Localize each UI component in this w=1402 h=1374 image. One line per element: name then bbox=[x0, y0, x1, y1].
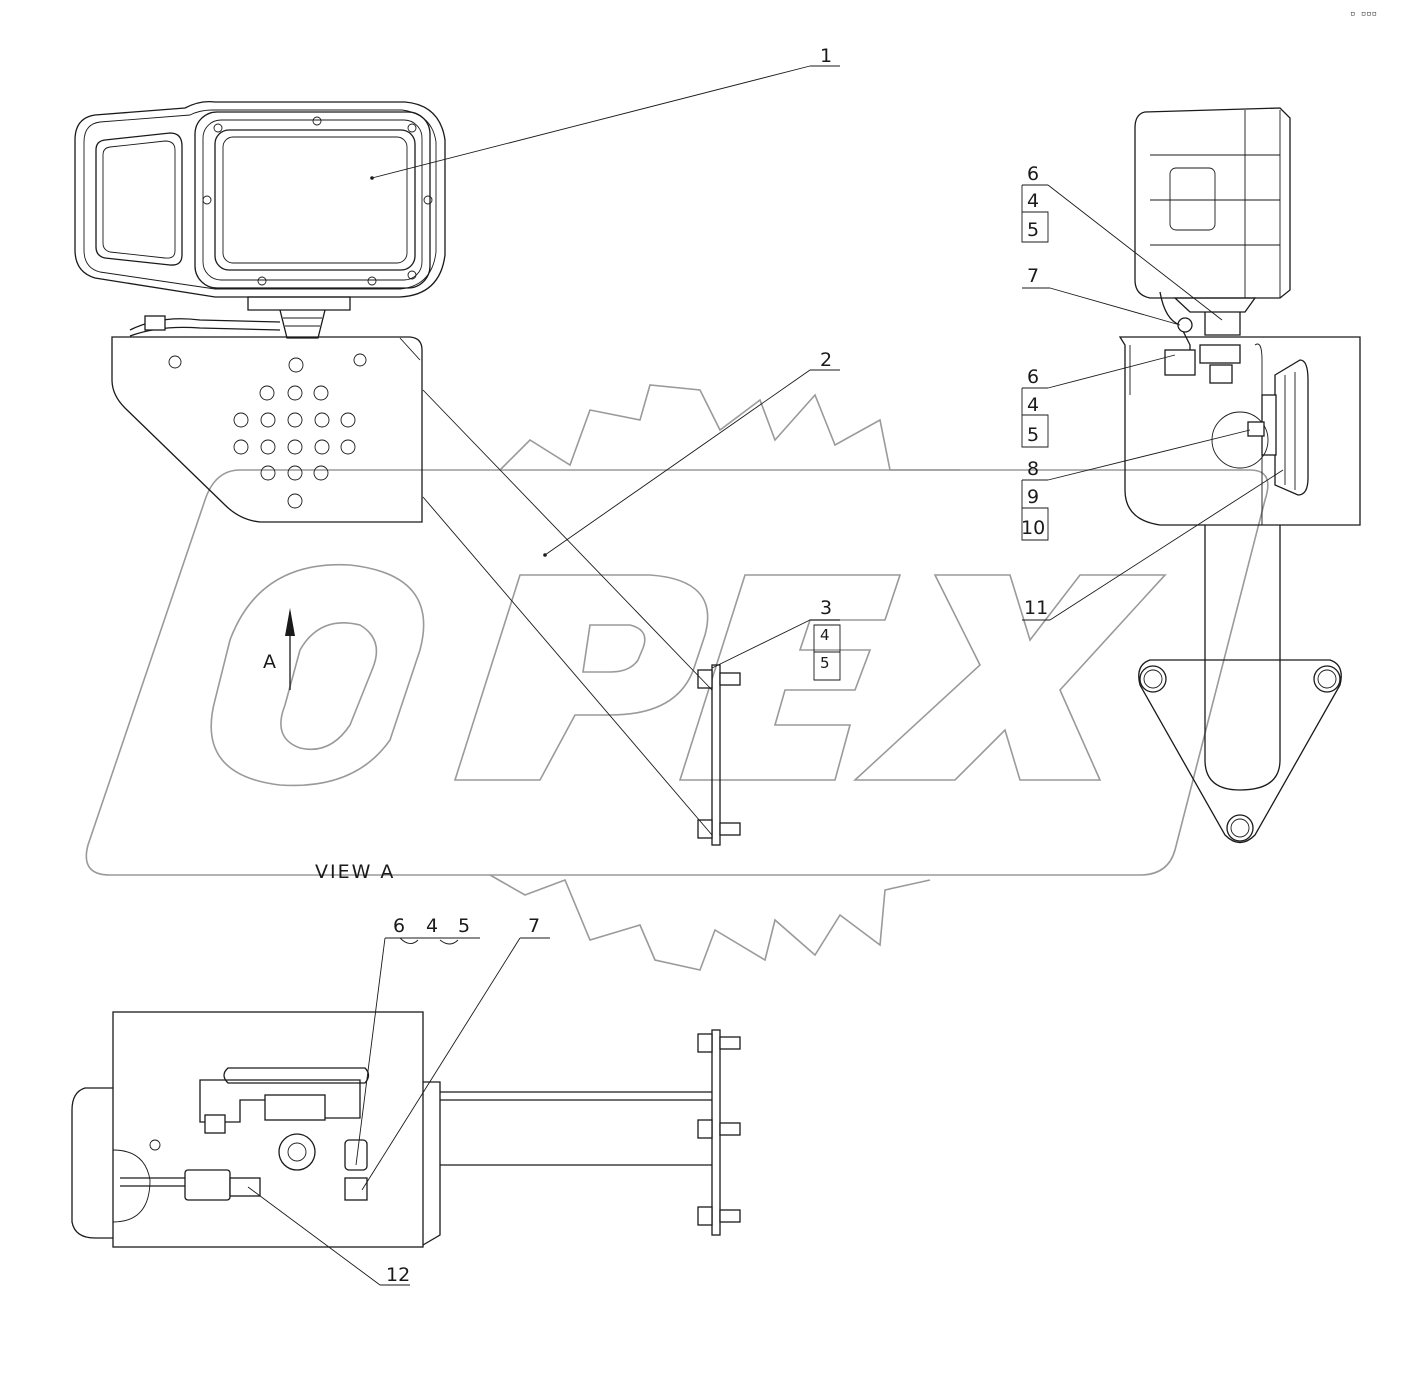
view-a: VIEW A bbox=[71, 861, 741, 1248]
callout-r6a: 6 bbox=[1027, 163, 1039, 185]
callout-b6: 6 bbox=[393, 915, 405, 937]
mounting-plate-side bbox=[422, 389, 741, 846]
side-view bbox=[1118, 107, 1361, 844]
watermark-letter-e bbox=[678, 574, 902, 781]
bracket-holes bbox=[168, 353, 367, 509]
callout-b5: 5 bbox=[458, 915, 470, 937]
watermark-badge bbox=[85, 469, 1269, 876]
callout-r11: 11 bbox=[1024, 597, 1048, 619]
watermark-logo bbox=[85, 384, 1269, 971]
callout-r4c: 4 bbox=[1027, 394, 1039, 416]
bracket-box-view-a bbox=[112, 1011, 424, 1248]
cable-clamp bbox=[144, 315, 166, 331]
view-arrow-label: A bbox=[263, 651, 276, 673]
corner-mark: ▫ ▫▫▫ bbox=[1350, 9, 1377, 19]
lamp-lens bbox=[214, 129, 416, 271]
watermark-letter-p bbox=[453, 574, 709, 781]
bracket-plate-front bbox=[111, 336, 423, 523]
triangle-flange bbox=[1138, 659, 1342, 844]
lamp-base bbox=[247, 296, 351, 339]
connector-view-a bbox=[184, 1169, 231, 1201]
front-view: A bbox=[74, 100, 446, 690]
callout-r9: 9 bbox=[1027, 486, 1039, 508]
callout-b4: 4 bbox=[426, 915, 438, 937]
callout-2: 2 bbox=[820, 349, 832, 371]
cable-front bbox=[129, 318, 281, 337]
disc-side bbox=[1274, 359, 1309, 496]
view-a-title: VIEW A bbox=[315, 861, 395, 883]
lamp-screws bbox=[202, 116, 433, 286]
tube-view-a bbox=[440, 1091, 712, 1166]
callout-labels: 1 2 3 4 5 6 4 5 7 6 4 5 8 9 10 11 6 4 5 … bbox=[386, 9, 1377, 1286]
lamp-view-a bbox=[71, 1087, 113, 1239]
callout-r6c: 6 bbox=[1027, 366, 1039, 388]
callout-r5c: 5 bbox=[1027, 424, 1039, 446]
callout-r7: 7 bbox=[1027, 265, 1039, 287]
callout-3: 3 bbox=[820, 597, 832, 619]
view-arrow: A bbox=[263, 608, 295, 690]
callout-r4a: 4 bbox=[1027, 190, 1039, 212]
callout-b7: 7 bbox=[528, 915, 540, 937]
callout-r5a: 5 bbox=[1027, 219, 1039, 241]
lamp-big-frame bbox=[194, 111, 431, 289]
lamp-housing-front bbox=[74, 100, 446, 298]
watermark-letter-x bbox=[852, 574, 1167, 781]
callout-b12: 12 bbox=[386, 1264, 410, 1286]
lamp-side-body bbox=[1134, 107, 1291, 299]
lamp-housing-inner bbox=[83, 109, 437, 290]
lamp-small-window bbox=[95, 132, 183, 266]
callout-1: 1 bbox=[820, 45, 832, 67]
watermark-gear bbox=[489, 384, 960, 971]
bracket-side bbox=[1118, 336, 1361, 526]
leader-lines bbox=[247, 65, 1284, 1286]
bolts-view-a bbox=[697, 1033, 741, 1226]
callout-r10: 10 bbox=[1021, 517, 1045, 539]
watermark-letter-o bbox=[210, 563, 425, 787]
callout-3-5: 5 bbox=[820, 654, 830, 672]
callout-r8: 8 bbox=[1027, 458, 1039, 480]
bolts-middle bbox=[697, 669, 741, 839]
arm-side bbox=[1204, 525, 1281, 791]
callout-3-4: 4 bbox=[820, 626, 830, 644]
